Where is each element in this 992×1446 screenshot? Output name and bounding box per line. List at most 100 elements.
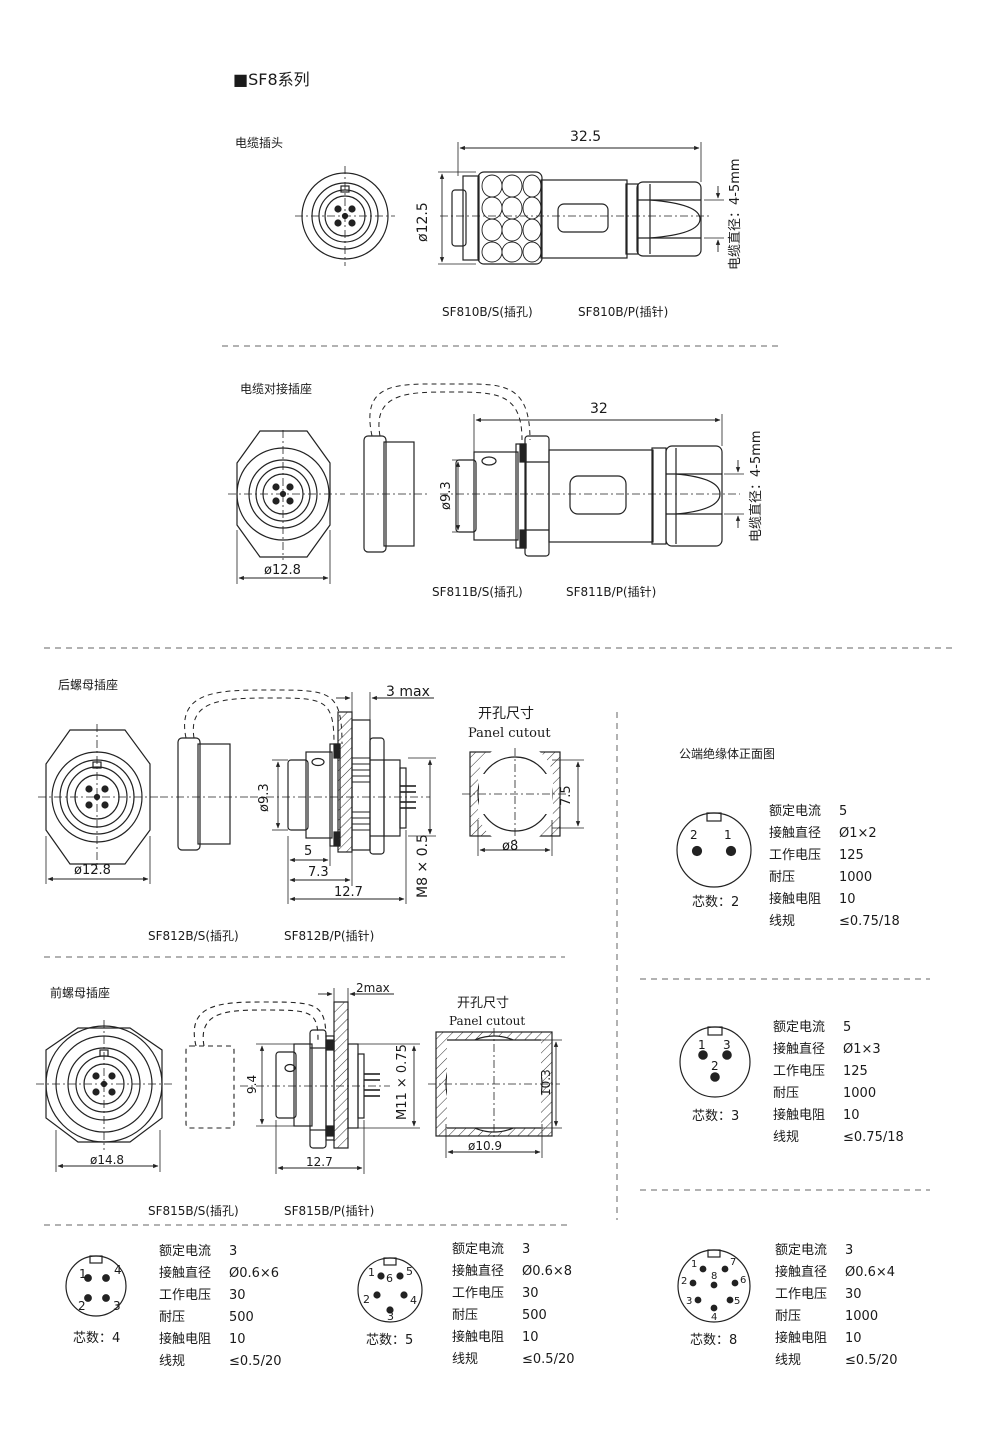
model-sf811s: SF811B/S(插孔) (432, 585, 523, 599)
series-title: ■SF8系列 (233, 70, 310, 89)
pinout-3-diagram (679, 1026, 751, 1098)
dim-sf812-3max: 3 max (386, 684, 430, 700)
sf811-dust-cap (350, 383, 531, 553)
dim-sf811-hex: ø12.8 (264, 563, 301, 578)
section-dividers (44, 345, 955, 1226)
spec-row: 线规≤0.5/20 (159, 1354, 282, 1369)
dim-sf812-7-3: 7.3 (308, 865, 329, 880)
sf812-dust-cap (160, 689, 343, 851)
section-rear-nut: 后螺母插座 (58, 678, 119, 692)
sf810-side-view (438, 142, 724, 265)
section-front-nut: 前螺母插座 (50, 986, 111, 1000)
model-sf810p: SF810B/P(插针) (578, 305, 669, 319)
spec-row: 线规≤0.5/20 (775, 1353, 898, 1368)
cutout-title-en-812: Panel cutout (468, 726, 551, 741)
core-count-2: 芯数：2 (692, 895, 740, 910)
dim-sf810-length: 32.5 (570, 129, 602, 145)
dim-sf811-length: 32 (590, 401, 608, 417)
dim-sf815-2max: 2max (356, 981, 390, 995)
sf815-panel-cutout (428, 1028, 562, 1158)
cutout-title-cn-812: 开孔尺寸 (478, 706, 534, 722)
sf815-front-view (36, 1020, 175, 1172)
dim-sf811-cable: 电缆直径：4-5mm (749, 430, 764, 542)
model-sf811p: SF811B/P(插针) (566, 585, 657, 599)
pinout-4-diagram (65, 1255, 127, 1317)
section-male-face: 公端绝缘体正面图 (679, 747, 776, 761)
dim-sf815-9-4: 9.4 (245, 1074, 259, 1094)
core-count-4: 芯数：4 (73, 1331, 121, 1346)
dim-sf812-cutout-width: ø8 (502, 839, 519, 854)
dim-sf815-hex: ø14.8 (90, 1153, 125, 1167)
core-count-3: 芯数：3 (692, 1109, 740, 1124)
cutout-title-en-815: Panel cutout (449, 1014, 526, 1028)
sf811-front-view (228, 430, 345, 584)
model-sf815s: SF815B/S(插孔) (148, 1204, 239, 1218)
sf812-panel-cutout (462, 743, 584, 856)
section-cable-plug: 电缆插头 (235, 136, 284, 150)
model-sf812p: SF812B/P(插针) (284, 929, 375, 943)
dim-sf811-diameter: ø9.3 (439, 481, 454, 510)
model-sf812s: SF812B/S(插孔) (148, 929, 239, 943)
dim-sf812-5: 5 (304, 844, 313, 859)
dim-sf810-diameter: ø12.5 (415, 202, 431, 242)
pinout-5-diagram (357, 1257, 423, 1323)
sf815-dust-cap (185, 1001, 327, 1129)
dim-sf812-12-7: 12.7 (334, 885, 363, 900)
spec-row: 线规≤0.75/18 (769, 914, 900, 929)
sf811-side-view (440, 414, 744, 557)
core-count-5: 芯数：5 (366, 1333, 414, 1348)
pinout-2-diagram (676, 812, 752, 888)
section-cable-inline: 电缆对接插座 (240, 382, 313, 396)
dim-sf815-cutout-height: 10.3 (539, 1069, 553, 1096)
dim-sf815-cutout-width: ø10.9 (468, 1139, 503, 1153)
sf812-front-view (38, 724, 160, 884)
core-count-8: 芯数：8 (690, 1333, 738, 1348)
spec-row: 线规≤0.5/20 (452, 1352, 575, 1367)
dim-sf812-hex: ø12.8 (74, 863, 111, 878)
dim-sf815-thread: M11 × 0.75 (395, 1044, 410, 1120)
dim-sf815-12-7: 12.7 (306, 1155, 333, 1169)
sf812-side-view (250, 692, 436, 904)
dim-sf812-cutout-height: 7.5 (559, 785, 574, 806)
dim-sf812-thread: M8 × 0.5 (415, 834, 431, 898)
spec-row: 线规≤0.75/18 (773, 1130, 904, 1145)
dim-sf810-cable: 电缆直径：4-5mm (728, 158, 743, 270)
dim-sf812-diameter: ø9.3 (257, 783, 272, 812)
sf810-front-view (295, 166, 395, 266)
model-sf810s: SF810B/S(插孔) (442, 305, 533, 319)
sf815-side-view (240, 988, 420, 1174)
model-sf815p: SF815B/P(插针) (284, 1204, 375, 1218)
